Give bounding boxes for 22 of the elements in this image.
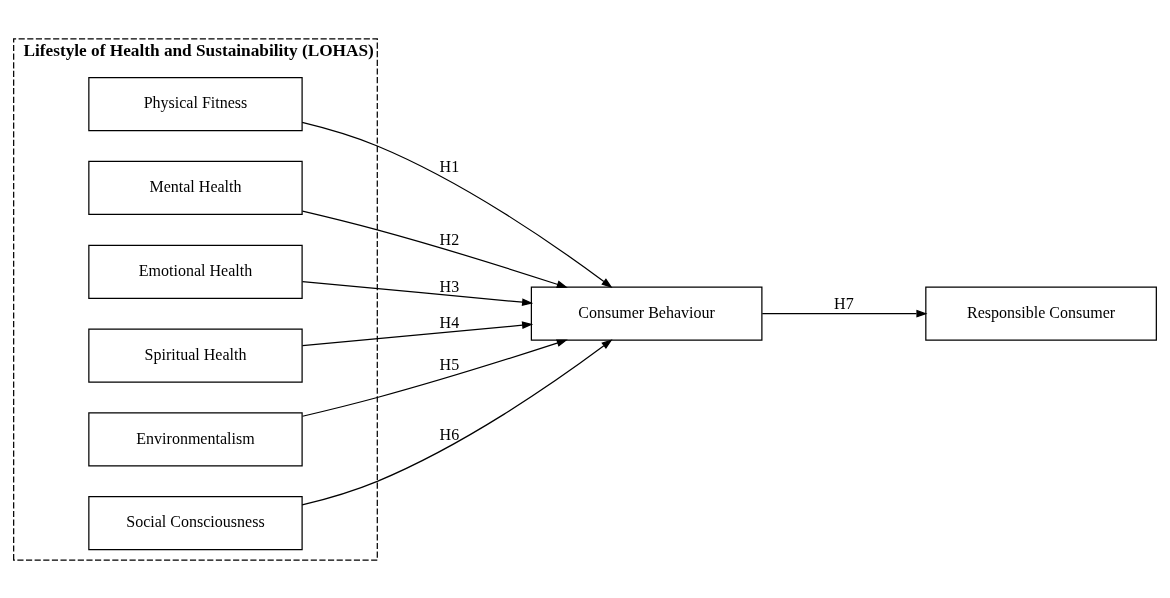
edge-label: H2 [439,230,460,248]
node-box: Emotional Health [88,244,303,299]
edge-label: H4 [439,313,460,331]
node-box: Spiritual Health [88,327,303,383]
node-box: Mental Health [88,160,303,215]
edge-label: H3 [439,277,460,295]
node-box: Physical Fitness [88,76,303,131]
node-box: Social Consciousness [88,495,303,550]
edge-label: H1 [439,157,460,175]
arrow [301,320,534,346]
arrow [301,121,613,288]
node-box: Responsible Consumer [925,286,1157,341]
node-box: Consumer Behaviour [530,286,763,341]
arrow [301,338,568,417]
edge-label: H7 [834,294,854,312]
arrow [301,338,613,506]
edge-label: H5 [439,355,460,373]
node-box: Environmentalism [88,411,303,467]
edge-label: H6 [439,425,460,443]
arrow [761,309,928,318]
arrow [301,280,534,306]
arrow [301,210,568,288]
